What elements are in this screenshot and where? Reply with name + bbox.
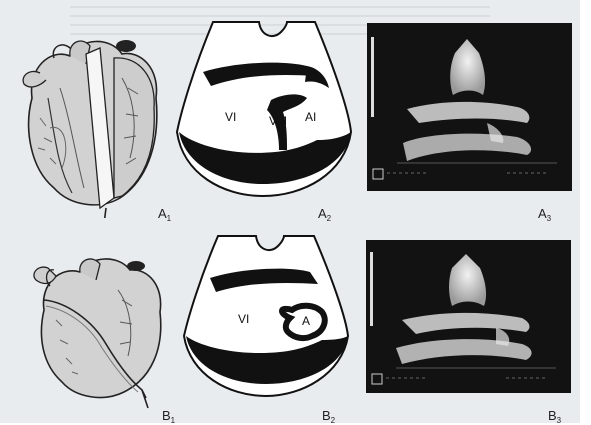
label-vi-b2: VI [238, 312, 249, 326]
echo-schematic-b2: VI A [182, 228, 350, 400]
panel-label-a2: A2 [318, 206, 331, 223]
depth-scale-bar [371, 37, 374, 117]
figure-plate: A1 VI VM AI A2 [0, 0, 580, 423]
heart-illustration-b1 [26, 240, 168, 410]
label-a-b2: A [302, 314, 310, 328]
panel-label-b1: B1 [162, 408, 175, 425]
label-vi-a2: VI [225, 110, 236, 124]
echo-schematic-a2: VI VM AI [175, 14, 353, 200]
panel-label-a1: A1 [158, 206, 171, 223]
depth-scale-bar [370, 252, 373, 326]
heart-illustration-a1 [10, 28, 168, 218]
panel-label-b3: B3 [548, 408, 561, 425]
echo-image-a3 [367, 23, 572, 191]
label-ai-a2: AI [305, 110, 316, 124]
label-vm-a2: VM [269, 114, 287, 128]
panel-label-b2: B2 [322, 408, 335, 425]
echo-image-b3 [366, 240, 571, 393]
panel-label-a3: A3 [538, 206, 551, 223]
